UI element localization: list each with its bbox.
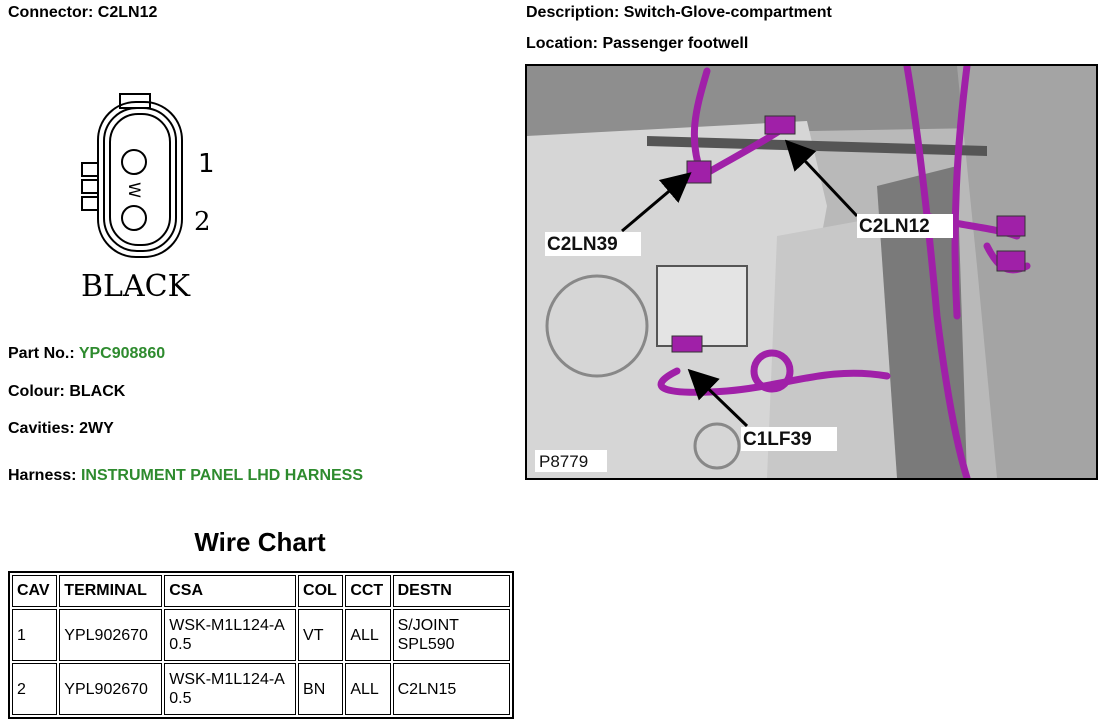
wire-chart-table: CAV TERMINAL CSA COL CCT DESTN 1 YPL9026…	[8, 571, 514, 719]
cell-col: VT	[298, 609, 344, 661]
colour-value: BLACK	[69, 383, 126, 400]
cell-csa: WSK-M1L124-A 0.5	[164, 663, 297, 715]
callout-c2ln12: C2LN12	[859, 216, 930, 237]
callout-c2ln39: C2LN39	[547, 234, 618, 255]
cell-cav: 2	[12, 663, 58, 715]
col-header-cct: CCT	[345, 575, 391, 607]
part-number-field: Part No.: YPC908860	[8, 345, 165, 363]
description-field: Description: Switch-Glove-compartment	[526, 4, 832, 22]
callout-c1lf39: C1LF39	[743, 429, 812, 450]
cell-terminal: YPL902670	[59, 609, 163, 661]
table-row: 2 YPL902670 WSK-M1L124-A 0.5 BN ALL C2LN…	[12, 663, 510, 715]
part-number-link[interactable]: YPC908860	[78, 345, 166, 362]
cell-destn: C2LN15	[392, 663, 510, 715]
cavities-value: 2WY	[79, 420, 114, 437]
photo-reference: P8779	[539, 452, 588, 471]
connector-colour-label: BLACK	[81, 269, 191, 304]
cavities-field: Cavities: 2WY	[8, 420, 114, 438]
cell-col: BN	[298, 663, 344, 715]
harness-link[interactable]: INSTRUMENT PANEL LHD HARNESS	[80, 467, 364, 484]
cell-cct: ALL	[345, 663, 391, 715]
table-header-row: CAV TERMINAL CSA COL CCT DESTN	[12, 575, 510, 607]
cavities-label: Cavities:	[8, 420, 75, 437]
description-label: Description:	[526, 4, 620, 21]
connector-value: C2LN12	[97, 4, 158, 21]
cell-terminal: YPL902670	[59, 663, 163, 715]
harness-field: Harness: INSTRUMENT PANEL LHD HARNESS	[8, 467, 363, 485]
pin-2-label: 2	[194, 207, 211, 237]
cell-cav: 1	[12, 609, 58, 661]
part-number-label: Part No.:	[8, 345, 75, 362]
location-field: Location: Passenger footwell	[526, 35, 748, 53]
key-mark: W	[125, 182, 144, 198]
connector-field: Connector: C2LN12	[8, 4, 157, 22]
col-header-col: COL	[298, 575, 344, 607]
wire-chart-title: Wire Chart	[194, 527, 326, 557]
cell-cct: ALL	[345, 609, 391, 661]
cell-csa: WSK-M1L124-A 0.5	[164, 609, 297, 661]
table-row: 1 YPL902670 WSK-M1L124-A 0.5 VT ALL S/JO…	[12, 609, 510, 661]
harness-label: Harness:	[8, 467, 77, 484]
description-value: Switch-Glove-compartment	[623, 4, 832, 21]
col-header-terminal: TERMINAL	[59, 575, 163, 607]
colour-field: Colour: BLACK	[8, 383, 125, 401]
cell-destn: S/JOINT SPL590	[392, 609, 510, 661]
location-photo: C2LN39 C2LN12 C1LF39 P8779	[525, 64, 1098, 480]
location-label: Location:	[526, 35, 598, 52]
connector-face-diagram: W 1 2 BLACK	[81, 93, 215, 304]
col-header-destn: DESTN	[392, 575, 510, 607]
col-header-cav: CAV	[12, 575, 58, 607]
connector-label: Connector:	[8, 4, 94, 21]
location-value: Passenger footwell	[602, 35, 749, 52]
col-header-csa: CSA	[164, 575, 297, 607]
colour-label: Colour:	[8, 383, 65, 400]
pin-1-label: 1	[198, 149, 215, 179]
